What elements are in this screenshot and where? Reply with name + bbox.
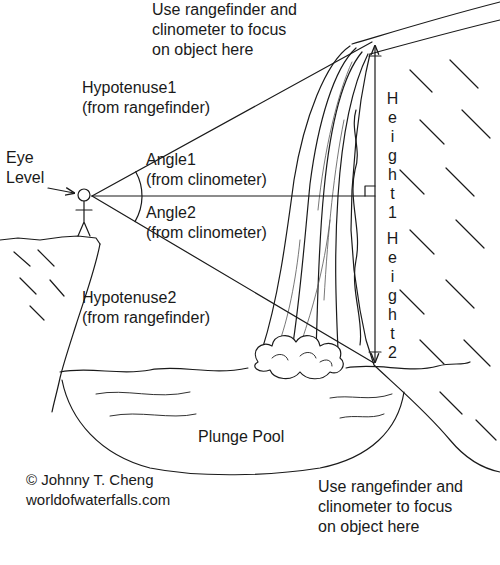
measurement-label: Hypotenuse1 (from rangefinder) (82, 78, 215, 118)
waterfall-strands (278, 62, 352, 346)
left-ground (0, 236, 100, 244)
waterfall-stream (336, 54, 368, 350)
pool-outline (62, 380, 404, 475)
height-label: Height1 (384, 90, 400, 223)
observer-head (78, 189, 90, 201)
height-label: Height2 (384, 230, 400, 363)
splash-detail (272, 352, 332, 366)
left-cliff-hatching (14, 250, 64, 320)
river-bottom-edge (370, 20, 500, 54)
height-line (374, 46, 375, 362)
instruction-note: Use rangefinder and clinometer to focus … (318, 477, 468, 537)
angle-label: Angle2 (from clinometer) (146, 203, 271, 243)
height-tick (369, 56, 381, 352)
pool-label: Plunge Pool (198, 427, 284, 447)
splash (255, 336, 343, 379)
eye-level-label: Eye Level (6, 148, 52, 188)
angle-label: Angle1 (from clinometer) (146, 150, 271, 190)
hypotenuse-line (92, 196, 374, 363)
waterfall-stream (292, 48, 356, 350)
river-top-edge (352, 2, 500, 44)
hypotenuse-line (92, 42, 372, 196)
rock-behind-falls (353, 110, 361, 345)
instruction-note: Use rangefinder and clinometer to focus … (152, 0, 302, 60)
pool-ripples (96, 392, 392, 418)
right-cliff-face (351, 54, 500, 472)
website-note: worldofwaterfalls.com (26, 490, 170, 510)
left-cliff-edge (52, 244, 100, 412)
eye-pointer (48, 188, 74, 193)
measurement-label: Hypotenuse2 (from rangefinder) (82, 288, 215, 328)
right-cliff-hatching (400, 60, 496, 440)
eye-level-line (92, 195, 375, 196)
angle-arc (135, 172, 142, 222)
right-angle-mark (365, 186, 375, 196)
copyright-note: © Johnny T. Cheng (26, 470, 154, 490)
observer-body (76, 201, 92, 236)
